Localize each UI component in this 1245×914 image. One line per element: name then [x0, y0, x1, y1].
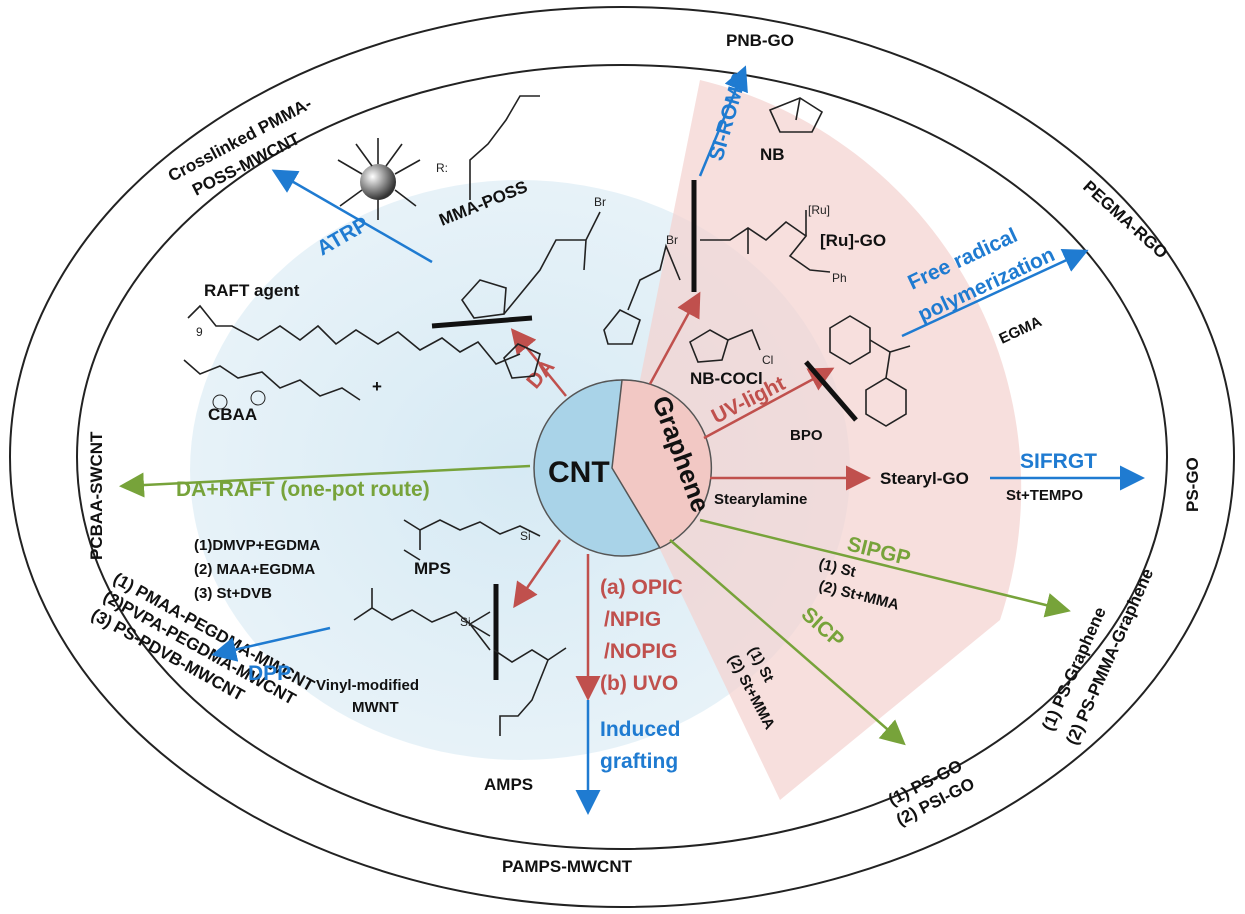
da-structure: Br Br	[431, 195, 681, 345]
reagent-dmvp: (1)DMVP+EGDMA	[194, 537, 320, 554]
arrow-dpp	[211, 626, 331, 662]
label-ps-go-right: PS-GO	[1183, 457, 1202, 512]
graphene-core	[611, 379, 713, 549]
method-opic-3: /NOPIG	[604, 640, 678, 663]
norbornene-structure	[768, 97, 824, 133]
reagent-st-tempo: St+TEMPO	[1006, 487, 1083, 504]
reagent-cbaa: CBAA	[208, 405, 257, 424]
reagent-stearylamine: Stearylamine	[714, 491, 807, 508]
ru-go-structure	[691, 180, 831, 292]
reagent-vinyl-1: Vinyl-modified	[316, 677, 419, 694]
arrow-da	[510, 328, 567, 397]
method-opic-4: (b) UVO	[600, 672, 678, 695]
br-label-2: Br	[666, 233, 678, 247]
br-label-1: Br	[594, 195, 606, 209]
amps-structure	[493, 647, 567, 736]
label-pcbaa-swcnt: PCBAA-SWCNT	[87, 431, 106, 560]
reagent-stearyl-go: Stearyl-GO	[880, 469, 969, 488]
reagent-vinyl-2: MWNT	[352, 699, 399, 716]
reagent-ph: Ph	[832, 271, 847, 285]
vinyl-si: Si	[460, 615, 471, 629]
method-opic-1: (a) OPIC	[600, 576, 683, 599]
graphene-region	[622, 80, 1022, 800]
reagent-mps: MPS	[414, 559, 451, 578]
mps-structure: Si	[403, 519, 541, 561]
label-pamps: PAMPS-MWCNT	[502, 857, 633, 876]
method-opic-2: /NPIG	[604, 608, 661, 631]
reagent-nb: NB	[760, 145, 785, 164]
mps-si: Si	[520, 529, 531, 543]
cnt-label: CNT	[548, 456, 610, 489]
method-induced-2: grafting	[600, 750, 678, 773]
nb-cocl-structure	[689, 328, 761, 363]
arrow-sipgp	[699, 518, 1071, 618]
poss-structure: R:	[337, 95, 540, 220]
method-sifrgt: SIFRGT	[1020, 450, 1097, 473]
raft-structure: 9 +	[187, 304, 541, 396]
arrow-cnt-vinyl	[513, 539, 562, 609]
arrow-free-radical	[901, 249, 1089, 338]
reagent-maa: (2) MAA+EGDMA	[194, 561, 315, 578]
raft-subscript-9: 9	[196, 325, 203, 339]
label-pegma-rgo: PEGMA-RGO	[1079, 177, 1171, 263]
reagent-nb-cocl: NB-COCl	[690, 369, 763, 388]
reagent-amps: AMPS	[484, 775, 533, 794]
arrow-sicp	[669, 539, 906, 746]
reagent-cl: Cl	[762, 353, 773, 367]
arrow-graphene-nb	[648, 291, 701, 385]
poss-r-label: R:	[436, 161, 448, 175]
arrow-si-romp	[698, 65, 748, 177]
label-pnb-go: PNB-GO	[726, 31, 794, 50]
arrow-uv-light	[703, 367, 835, 440]
cbaa-structure	[183, 359, 361, 410]
reagent-egma: EGMA	[997, 313, 1045, 347]
reagent-st-dvb: (3) St+DVB	[194, 585, 272, 602]
method-dpp: DPP	[248, 662, 291, 685]
reagent-ru-go: [Ru]-GO	[820, 231, 886, 250]
outer-ring	[9, 6, 1235, 908]
vinyl-structure: Si	[353, 584, 499, 680]
reagent-raft-agent: RAFT agent	[204, 281, 300, 300]
arrow-da-raft	[119, 464, 531, 498]
method-induced-1: Induced	[600, 718, 681, 741]
method-da-raft: DA+RAFT (one-pot route)	[176, 478, 430, 501]
bpo-structure	[804, 315, 911, 427]
reagent-ru: [Ru]	[808, 203, 830, 217]
raft-plus: +	[372, 377, 382, 396]
reagent-bpo: BPO	[790, 427, 823, 444]
arrow-atrp	[271, 169, 433, 264]
inner-ring	[76, 64, 1168, 850]
